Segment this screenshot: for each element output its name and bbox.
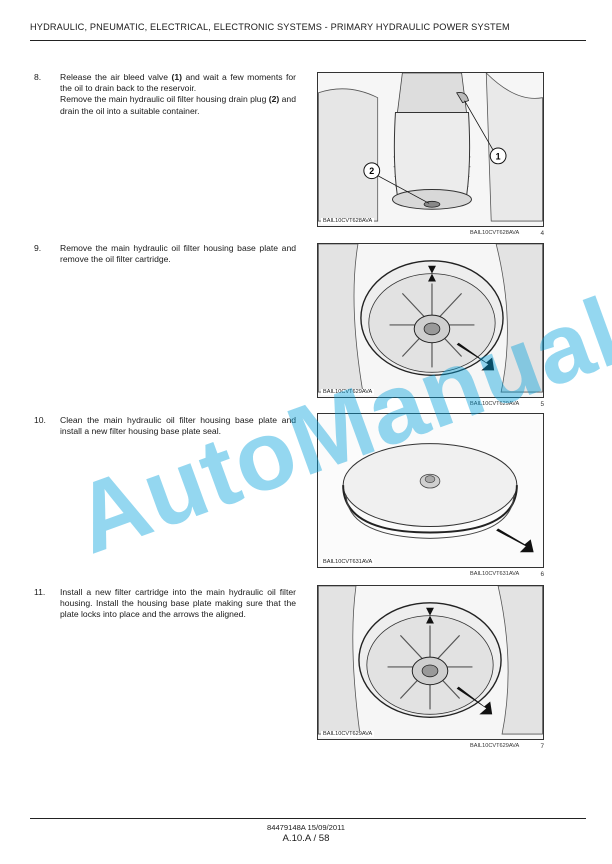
- step-text: Remove the main hydraulic oil filter hou…: [60, 243, 296, 265]
- figure-number: 6: [540, 571, 544, 578]
- step-text: Clean the main hydraulic oil filter hous…: [60, 415, 296, 437]
- step-11: 11. Install a new filter cartridge into …: [34, 587, 296, 621]
- step-number: 8.: [34, 72, 42, 82]
- figure-6: BAIL10CVT631AVA: [317, 413, 544, 568]
- callout-ref-1: (1): [171, 72, 183, 82]
- figure-code: BAIL10CVT628AVA: [321, 218, 375, 224]
- step-10: 10. Clean the main hydraulic oil filter …: [34, 415, 296, 437]
- figure-code: BAIL10CVT629AVA: [321, 731, 375, 737]
- page-header: HYDRAULIC, PNEUMATIC, ELECTRICAL, ELECTR…: [30, 22, 510, 32]
- figure-number: 7: [540, 743, 544, 750]
- figure-caption-7: BAIL10CVT629AVA 7: [470, 743, 544, 750]
- step-8: 8. Release the air bleed valve (1) and w…: [34, 72, 296, 117]
- footer-rule: [30, 818, 586, 819]
- step-text: Install a new filter cartridge into the …: [60, 587, 296, 620]
- callout-2: 2: [369, 166, 374, 176]
- step-9: 9. Remove the main hydraulic oil filter …: [34, 243, 296, 265]
- figure-code: BAIL10CVT631AVA: [321, 559, 375, 565]
- filter-housing-drain-illustration: 1 2: [318, 73, 543, 226]
- filter-base-plate-removal-illustration: [318, 244, 543, 397]
- footer-page-number: A.10.A / 58: [282, 833, 330, 844]
- figure-number: 5: [540, 401, 544, 408]
- figure-caption-4: BAIL10CVT628AVA 4: [470, 230, 544, 237]
- callout-ref-2: (2): [268, 94, 280, 105]
- figure-number: 4: [540, 230, 544, 237]
- header-rule: [30, 40, 586, 41]
- figure-5: BAIL10CVT629AVA: [317, 243, 544, 398]
- base-plate-seal-illustration: [318, 414, 543, 567]
- step-number: 11.: [34, 587, 46, 597]
- figure-code: BAIL10CVT629AVA: [321, 389, 375, 395]
- step-number: 10.: [34, 415, 46, 425]
- step-number: 9.: [34, 243, 42, 253]
- callout-1: 1: [496, 151, 501, 161]
- figure-caption-6: BAIL10CVT631AVA 6: [470, 571, 544, 578]
- figure-caption-5: BAIL10CVT629AVA 5: [470, 401, 544, 408]
- figure-7: BAIL10CVT629AVA: [317, 585, 544, 740]
- footer-doc-code: 84479148A 15/09/2011: [267, 823, 345, 832]
- figure-4: 1 2 BAIL10CVT628AVA: [317, 72, 544, 227]
- step-text: Release the air bleed valve (1) and wait…: [60, 72, 297, 116]
- filter-cartridge-install-illustration: [318, 586, 543, 739]
